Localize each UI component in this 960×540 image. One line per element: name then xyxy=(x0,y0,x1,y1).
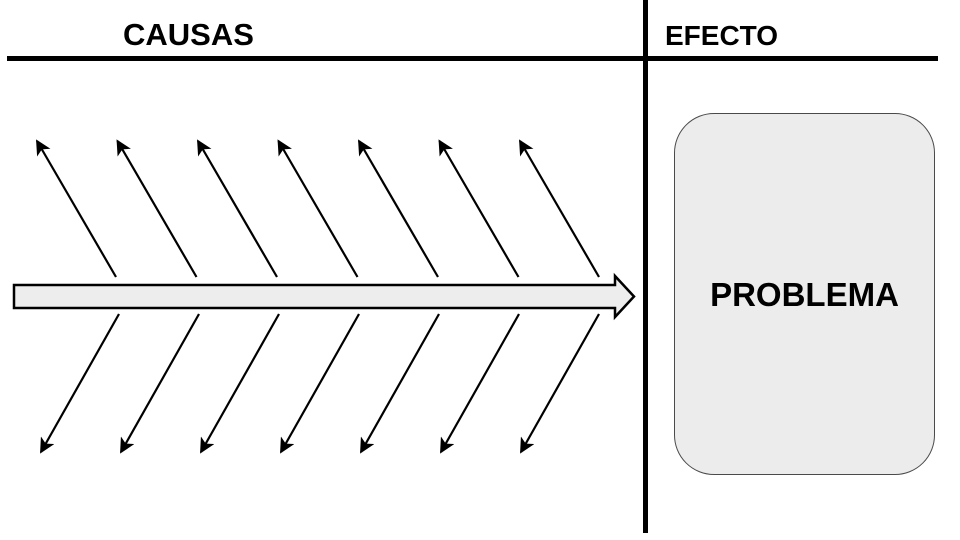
effect-region-title: EFECTO xyxy=(665,20,779,51)
bone-arrow-top xyxy=(519,139,600,278)
bone-arrow-bottom xyxy=(440,313,520,454)
bone-arrow-top xyxy=(438,139,520,278)
bone-arrow-top xyxy=(116,139,198,278)
bone-arrow-bottom xyxy=(280,313,360,454)
spine-arrow xyxy=(12,272,636,321)
bone-arrow-bottom xyxy=(520,313,600,454)
bone-arrow-bottom xyxy=(120,313,200,454)
bone-arrow-top xyxy=(358,139,439,278)
bone-arrow-bottom xyxy=(200,313,280,454)
causes-effect-divider-line xyxy=(643,0,648,533)
problem-box: PROBLEMA xyxy=(674,113,935,475)
bone-arrow-bottom xyxy=(40,313,120,454)
problem-label: PROBLEMA xyxy=(710,275,899,313)
bottom-bones-group xyxy=(40,313,600,454)
causes-region-title: CAUSAS xyxy=(123,17,254,52)
top-bones-group xyxy=(36,139,600,278)
header-divider-line xyxy=(7,56,938,61)
bone-arrow-top xyxy=(197,139,278,278)
bone-arrow-top xyxy=(36,139,117,278)
bone-arrow-bottom xyxy=(360,313,440,454)
bone-arrow-top xyxy=(277,139,359,278)
